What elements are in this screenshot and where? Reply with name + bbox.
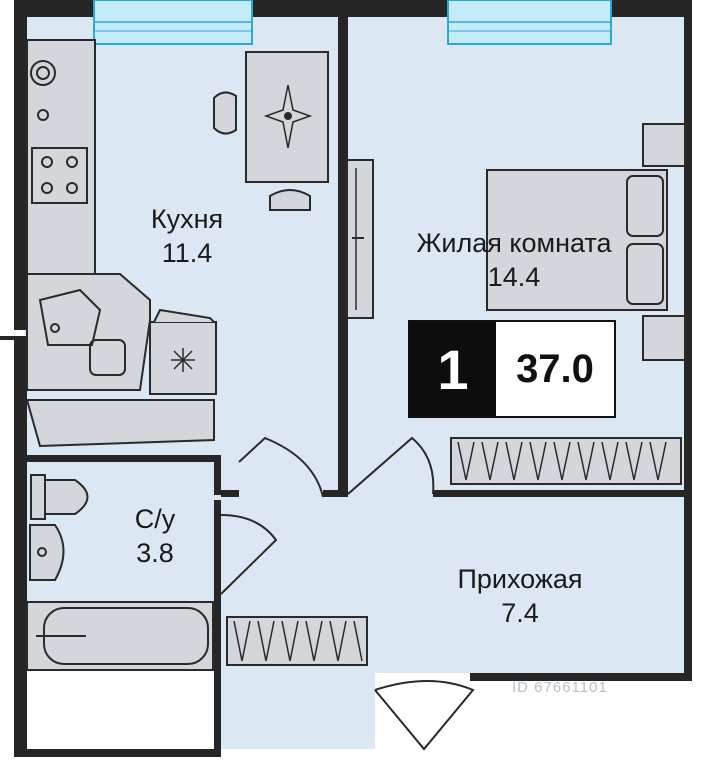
bathroom-name: С/у [134, 504, 176, 534]
dining-table-icon [213, 51, 329, 211]
toilet-icon [30, 474, 89, 520]
room-count: 1 [410, 322, 496, 416]
apartment-summary-badge: 1 37.0 [408, 320, 616, 418]
kitchen-name: Кухня [150, 204, 224, 234]
sink-icon [38, 288, 126, 376]
kitchen-counter [26, 39, 151, 391]
stove-icon [31, 147, 88, 204]
watermark: ID 67661101 [512, 679, 608, 696]
wardrobe-icon [346, 159, 374, 319]
hall-closet [450, 437, 682, 485]
living-room-name: Жилая комната [416, 228, 612, 258]
hallway-area: 7.4 [501, 598, 539, 628]
corridor-shelf [25, 399, 215, 448]
bathroom-area: 3.8 [136, 538, 174, 568]
outer-walls [0, 0, 692, 757]
boiler-icon [30, 60, 56, 86]
living-room-window [447, 0, 612, 45]
door-swings [220, 436, 475, 751]
living-room-area: 14.4 [487, 262, 541, 292]
interior-walls [27, 17, 686, 497]
total-area: 37.0 [516, 346, 594, 391]
entry-closet [226, 616, 368, 666]
kitchen-area: 11.4 [161, 238, 213, 268]
kitchen-window [93, 0, 253, 45]
washbasin-icon [29, 524, 65, 581]
bed-icon [486, 123, 686, 361]
hallway-name: Прихожая [457, 564, 583, 594]
refrigerator-icon [149, 308, 217, 395]
bathtub-icon [26, 601, 214, 671]
